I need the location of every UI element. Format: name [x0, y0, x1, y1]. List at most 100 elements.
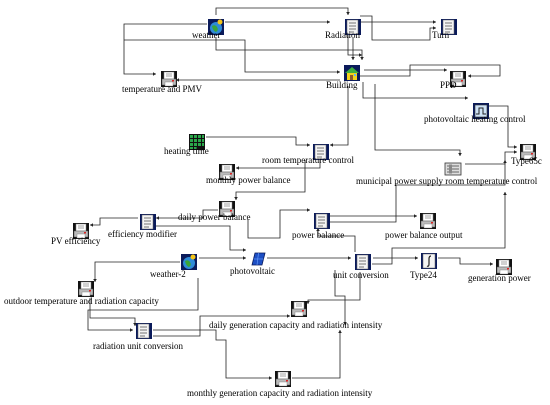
wire-arrowhead	[343, 322, 347, 325]
component-daily-power-balance[interactable]	[218, 200, 236, 218]
connection-wire[interactable]	[215, 38, 363, 60]
connection-wire[interactable]	[235, 160, 306, 200]
connection-wire[interactable]	[156, 209, 218, 219]
connection-wire[interactable]	[215, 7, 349, 15]
component-photovoltaic[interactable]	[249, 250, 267, 268]
wire-arrowhead	[433, 26, 436, 30]
connection-wire[interactable]	[488, 105, 517, 148]
component-efficiency-modifier[interactable]	[139, 213, 157, 231]
component-outdoor-temp-radiation[interactable]	[77, 280, 95, 298]
component-type65c[interactable]	[519, 143, 537, 161]
connection-wire[interactable]	[292, 330, 341, 379]
wire-arrowhead	[360, 57, 364, 60]
connection-wire[interactable]	[372, 192, 506, 265]
wire-arrowhead	[330, 143, 333, 147]
connection-wire[interactable]	[90, 217, 138, 226]
component-power-balance-output[interactable]	[419, 212, 437, 230]
component-turn[interactable]	[440, 18, 458, 36]
component-monthly-gen-capacity[interactable]	[274, 370, 292, 388]
component-label: Type65c	[511, 156, 542, 166]
connection-wire[interactable]	[206, 136, 310, 146]
component-weather[interactable]	[207, 18, 225, 36]
component-type24[interactable]	[420, 252, 438, 270]
wire-arrowhead	[287, 314, 290, 318]
connection-wire[interactable]	[94, 261, 180, 282]
document-icon	[135, 322, 153, 340]
wire-arrowhead	[514, 145, 517, 149]
component-label: room temperature control	[262, 155, 354, 165]
connection-wire[interactable]	[153, 329, 272, 379]
wire-arrowhead	[514, 150, 517, 154]
wire-arrowhead	[156, 216, 159, 220]
component-ppd[interactable]	[449, 70, 467, 88]
component-label: photovoltaic heating control	[424, 114, 526, 124]
component-daily-gen-capacity[interactable]	[290, 300, 308, 318]
printer-icon	[419, 212, 437, 230]
weather-globe-icon	[180, 253, 198, 271]
wire-arrowhead	[307, 143, 310, 147]
component-label: monthly generation capacity and radiatio…	[187, 388, 373, 398]
component-building[interactable]	[343, 64, 361, 82]
connection-wire[interactable]	[236, 160, 321, 169]
wire-arrowhead	[468, 74, 471, 78]
connection-wire[interactable]	[124, 39, 340, 73]
component-power-balance[interactable]	[313, 212, 331, 230]
component-heating-time[interactable]	[188, 133, 206, 151]
wire-arrowhead	[243, 248, 246, 252]
component-pv-heating-control[interactable]	[472, 102, 490, 120]
wire-arrowhead	[337, 70, 340, 74]
wire-arrowhead	[93, 279, 97, 282]
printer-icon	[519, 143, 537, 161]
connection-wire[interactable]	[334, 270, 346, 325]
connection-wire[interactable]	[360, 64, 501, 77]
connection-wire[interactable]	[153, 315, 290, 337]
connection-wire[interactable]	[347, 35, 362, 56]
wire-arrowhead	[90, 223, 93, 227]
wire-arrowhead	[415, 256, 418, 260]
wire-arrowhead	[414, 214, 417, 218]
connection-wire[interactable]	[360, 15, 436, 41]
connection-wire[interactable]	[330, 86, 349, 146]
connection-wire[interactable]	[465, 151, 517, 165]
connection-wire[interactable]	[362, 82, 468, 99]
component-weather2[interactable]	[180, 253, 198, 271]
component-unit-conversion[interactable]	[354, 253, 372, 271]
component-monthly-power-balance[interactable]	[218, 163, 236, 181]
component-municipal-supply[interactable]	[444, 160, 462, 178]
component-label: power balance	[292, 230, 345, 240]
wire-arrowhead	[236, 166, 239, 170]
component-radiation[interactable]	[344, 18, 362, 36]
wire-arrowhead	[465, 96, 468, 100]
connection-wire[interactable]	[317, 228, 356, 252]
document-icon	[313, 212, 331, 230]
component-room-temp-control[interactable]	[312, 143, 330, 161]
connection-wire[interactable]	[247, 209, 310, 239]
component-pv-efficiency[interactable]	[72, 222, 90, 240]
connection-wire[interactable]	[438, 257, 493, 265]
component-radiation-unit-conversion[interactable]	[135, 322, 153, 340]
device-icon	[444, 160, 462, 178]
document-icon	[440, 18, 458, 36]
wire-arrowhead	[351, 57, 355, 60]
wire-arrowhead	[130, 328, 133, 332]
wire-arrowhead	[503, 192, 507, 195]
document-icon	[344, 18, 362, 36]
solar-panel-icon	[249, 250, 267, 268]
document-icon	[354, 253, 372, 271]
printer-icon	[449, 70, 467, 88]
connection-wire[interactable]	[89, 298, 136, 326]
component-temperature-pmv[interactable]	[160, 70, 178, 88]
connection-wire[interactable]	[123, 23, 207, 75]
wire-arrowhead	[269, 376, 272, 380]
wire-arrowhead	[359, 53, 362, 57]
connection-wire[interactable]	[156, 225, 246, 251]
building-icon	[343, 64, 361, 82]
printer-icon	[218, 163, 236, 181]
connection-wire[interactable]	[330, 160, 506, 223]
component-generation-power[interactable]	[495, 258, 513, 276]
wire-arrowhead	[348, 256, 351, 260]
component-label: Turn	[432, 30, 450, 40]
connection-wire[interactable]	[87, 278, 199, 331]
printer-icon	[72, 222, 90, 240]
